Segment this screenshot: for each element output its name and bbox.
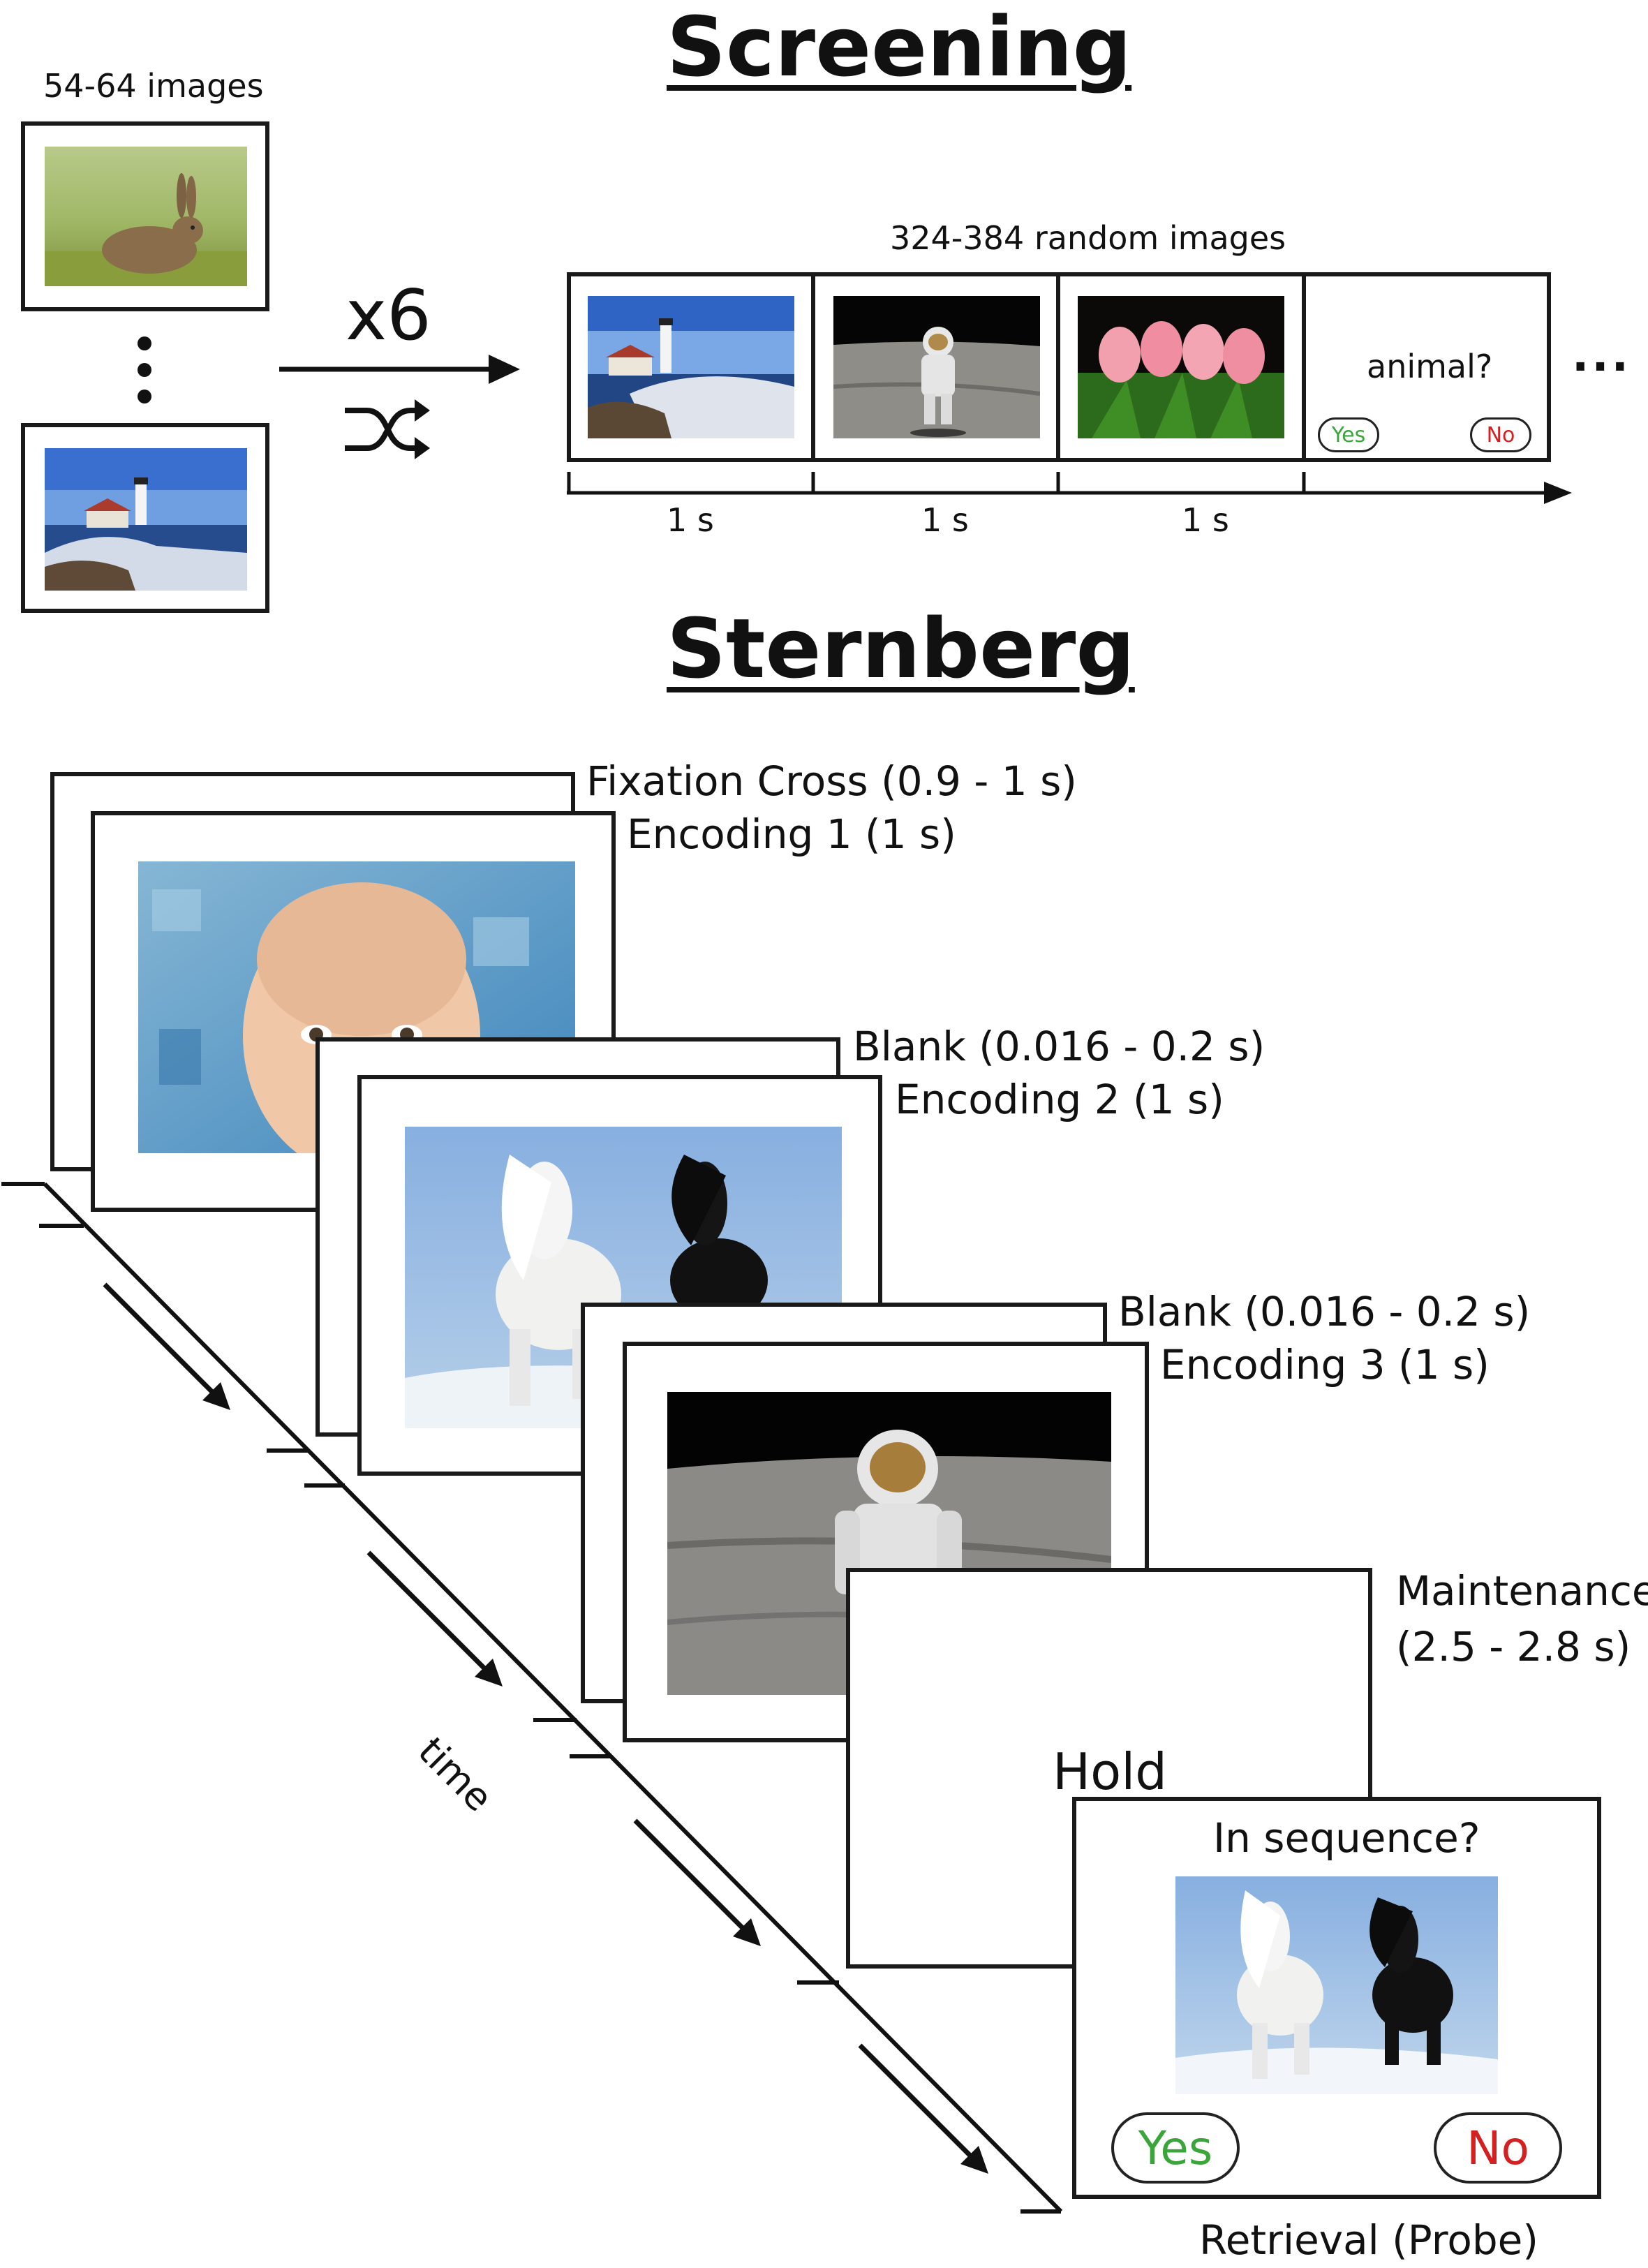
retrieval-label: Retrieval (Probe) xyxy=(1199,2216,1538,2264)
screening-no-label: No xyxy=(1486,422,1515,447)
probe-horses-image xyxy=(1175,1876,1498,2094)
sequence-lighthouse-image xyxy=(588,296,794,438)
screening-title: Screening xyxy=(667,0,1132,95)
encoding2-label: Encoding 2 (1 s) xyxy=(895,1076,1224,1123)
lighthouse-image xyxy=(45,448,247,591)
strip-divider xyxy=(1302,272,1306,462)
probe-no-label: No xyxy=(1467,2121,1529,2175)
fixation-label: Fixation Cross (0.9 - 1 s) xyxy=(586,757,1077,805)
encoding3-label: Encoding 3 (1 s) xyxy=(1160,1341,1490,1388)
sequence-astronaut-image xyxy=(833,296,1040,438)
stimulus-frame-lighthouse xyxy=(21,423,269,613)
screening-yes-button[interactable]: Yes xyxy=(1318,417,1379,452)
sequence-ellipsis: ... xyxy=(1572,330,1631,382)
probe-question: In sequence? xyxy=(1213,1814,1480,1862)
maintenance-duration-label: (2.5 - 2.8 s) xyxy=(1396,1623,1631,1670)
encoding1-label: Encoding 1 (1 s) xyxy=(627,810,956,858)
probe-frame: In sequence? Yes No xyxy=(1072,1797,1601,2199)
duration-label: 1 s xyxy=(921,501,969,539)
hold-label: Hold xyxy=(1053,1742,1167,1801)
sternberg-title: Sternberg xyxy=(667,600,1135,697)
maintenance-label: Maintenance xyxy=(1396,1567,1648,1615)
screening-no-button[interactable]: No xyxy=(1470,417,1531,452)
repeat-label: x6 xyxy=(346,274,431,356)
blank2-label: Blank (0.016 - 0.2 s) xyxy=(1118,1288,1531,1335)
strip-divider xyxy=(1056,272,1060,462)
rabbit-image xyxy=(45,147,247,286)
screening-yes-label: Yes xyxy=(1331,422,1366,447)
stimulus-set-label: 54-64 images xyxy=(43,67,264,105)
probe-no-button[interactable]: No xyxy=(1434,2112,1562,2184)
probe-yes-label: Yes xyxy=(1138,2121,1213,2175)
strip-divider xyxy=(811,272,815,462)
sequence-label: 324-384 random images xyxy=(890,219,1286,257)
duration-label: 1 s xyxy=(1182,501,1229,539)
probe-yes-button[interactable]: Yes xyxy=(1111,2112,1240,2184)
sequence-tulips-image xyxy=(1078,296,1284,438)
stimulus-frame-rabbit xyxy=(21,121,269,311)
screening-question: animal? xyxy=(1367,348,1493,385)
duration-label: 1 s xyxy=(667,501,714,539)
blank1-label: Blank (0.016 - 0.2 s) xyxy=(853,1023,1265,1070)
